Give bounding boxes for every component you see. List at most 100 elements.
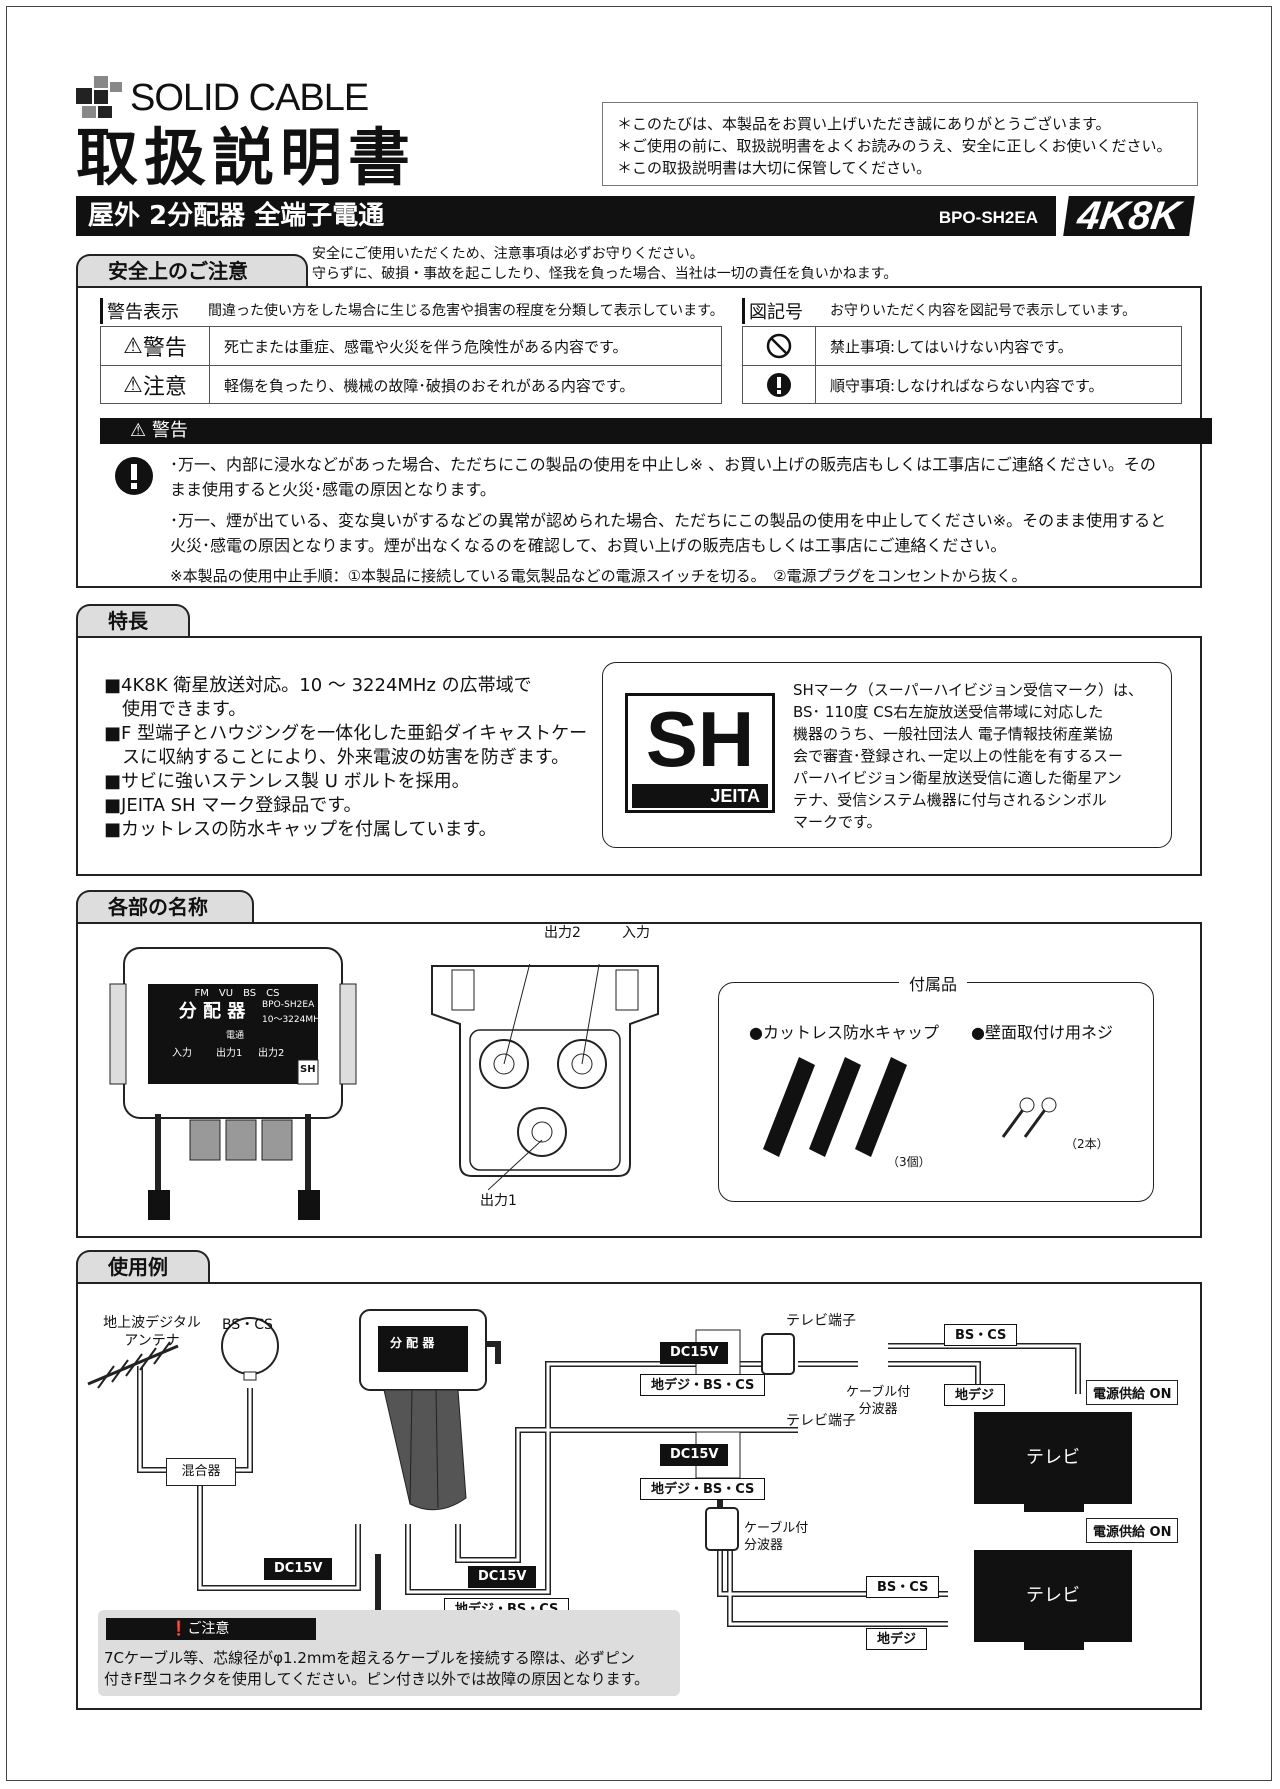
- safety-note: 安全にご使用いただくため、注意事項は必ずお守りください。: [312, 246, 704, 262]
- warning-bar-label: 警告: [151, 420, 188, 441]
- intro-note: ＊ご使用の前に、取扱説明書をよくお読みのうえ、安全に正しくお使いください。: [617, 137, 1172, 155]
- warning-item: ･万一、煙が出ている、変な臭いがするなどの異常が認められた場合、ただちにこの製品…: [170, 511, 1167, 530]
- power-on-label: 電源供給 ON: [1086, 1518, 1179, 1543]
- warn-display-head: 警告表示: [100, 298, 179, 324]
- symbol-desc-mandatory: 順守事項:しなければならない内容です。: [830, 376, 1104, 395]
- dc-tag: DC15V: [264, 1558, 333, 1580]
- sh-desc-line: 会で審査･登録され､一定以上の性能を有するスー: [793, 747, 1124, 765]
- sh-desc-line: BS･ 110度 CS右左旋放送受信帯域に対応した: [793, 703, 1104, 721]
- leader-line: [488, 1140, 543, 1190]
- chideji-tag: 地デジ: [866, 1628, 928, 1650]
- signal-tag: 地デジ・BS・CS: [640, 1374, 766, 1396]
- splitter-line: 分波器: [744, 1538, 784, 1553]
- mandatory-icon: [743, 366, 816, 404]
- accessories-box: 付属品 ●カットレス防水キャップ ●壁面取付け用ネジ （3個） （2本）: [718, 971, 1154, 1202]
- device-name: 分 配 器: [178, 1001, 246, 1022]
- device-model: BPO-SH2EA: [262, 1000, 315, 1010]
- product-name: 屋外 2分配器 全端子電通: [88, 201, 385, 231]
- feature-item: ■4K8K 衛星放送対応。10 ～ 3224MHz の広帯域で: [104, 675, 532, 696]
- accessory-screw-qty: （2本）: [1065, 1137, 1109, 1151]
- caution-box: ❗ご注意 7Cケーブル等、芯線径がφ1.2mmを超えるケーブルを接続する際は、必…: [98, 1610, 680, 1696]
- caution-head-text: ご注意: [187, 1621, 230, 1637]
- product-title-bar: 屋外 2分配器 全端子電通 BPO-SH2EA: [76, 196, 1056, 236]
- feature-item: ■サビに強いステンレス製 U ボルトを採用。: [104, 771, 470, 792]
- sh-desc-line: マークです。: [793, 813, 882, 831]
- feature-item: スに収納することにより、外来電波の妨害を防ぎます。: [104, 747, 570, 768]
- intro-notes: ＊このたびは、本製品をお買い上げいただき誠にありがとうございます。 ＊ご使用の前…: [602, 102, 1198, 186]
- product-model: BPO-SH2EA: [938, 208, 1038, 227]
- symbol-row: 禁止事項:してはいけない内容です。: [743, 327, 1181, 366]
- device-freq: 10～3224MHz: [262, 1015, 325, 1025]
- warn-table: ⚠警告 死亡または重症、感電や火災を伴う危険性がある内容です。 ⚠注意 軽傷を負…: [100, 326, 722, 404]
- caution-label-cell: ⚠注意: [101, 366, 210, 404]
- accessories-title: 付属品: [899, 971, 968, 995]
- antenna-terrestrial-line: 地上波デジタル: [103, 1315, 201, 1331]
- tab-usage: 使用例: [76, 1250, 210, 1282]
- power-on-label: 電源供給 ON: [1086, 1380, 1179, 1405]
- device-power: 電通: [226, 1031, 245, 1041]
- mandatory-icon: [114, 456, 154, 500]
- bscs-tag: BS・CS: [944, 1324, 1018, 1346]
- device-sh-mark: SH: [300, 1064, 316, 1075]
- badge-4k8k: 4K8K: [1063, 194, 1195, 238]
- doc-title: 取扱説明書: [76, 121, 417, 194]
- safety-section: 警告表示 間違った使い方をした場合に生じる危害や損害の程度を分類して表示していま…: [76, 286, 1212, 589]
- dc-tag: DC15V: [468, 1566, 537, 1588]
- bscs-tag: BS・CS: [866, 1576, 940, 1598]
- caution-line: 7Cケーブル等、芯線径がφ1.2mmを超えるケーブルを接続する際は、必ずピン: [104, 1649, 635, 1667]
- antenna-terrestrial-label: 地上波デジタル アンテナ: [92, 1314, 212, 1350]
- brand-name: SOLID CABLE: [130, 76, 369, 119]
- caution-line: 付きF型コネクタを使用してください。ピン付き以外では故障の原因となります。: [104, 1670, 650, 1688]
- feature-list: ■4K8K 衛星放送対応。10 ～ 3224MHz の広帯域で 使用できます。 …: [104, 674, 624, 842]
- usage-device-name: 分 配 器: [390, 1336, 435, 1350]
- sh-desc-line: SHマーク（スーパーハイビジョン受信マーク）は、: [793, 681, 1144, 699]
- warn-label: 警告: [142, 336, 187, 361]
- accessory-cap: ●カットレス防水キャップ: [749, 1023, 939, 1042]
- brand-logo-icon: [76, 76, 124, 120]
- feature-item: ■JEITA SH マーク登録品です。: [104, 795, 362, 816]
- warning-triangle-icon: ⚠: [130, 420, 152, 441]
- device-port-label: 入力: [172, 1048, 192, 1059]
- dc-tag: DC15V: [660, 1342, 729, 1364]
- feature-item: ■F 型端子とハウジングを一体化した亜鉛ダイキャストケー: [104, 723, 588, 744]
- symbol-head: 図記号: [742, 298, 803, 324]
- warn-row: ⚠注意 軽傷を負ったり、機械の故障･破損のおそれがある内容です。: [101, 366, 721, 404]
- waterproof-cap-icon: [763, 1057, 907, 1157]
- dc-tag: DC15V: [660, 1444, 729, 1466]
- warning-triangle-icon: ⚠: [123, 333, 143, 359]
- caution-head: ❗ご注意: [106, 1618, 316, 1640]
- tv-terminal-label: テレビ端子: [786, 1413, 856, 1429]
- warn-desc: 死亡または重症、感電や火災を伴う危険性がある内容です。: [224, 337, 628, 356]
- tab-features: 特長: [76, 604, 190, 636]
- warning-triangle-icon: ⚠: [123, 372, 143, 398]
- safety-note: 守らずに、破損・事故を起こしたり、怪我を負った場合、当社は一切の責任を負いかねま…: [312, 266, 898, 282]
- label-out1: 出力1: [480, 1193, 517, 1209]
- feature-item: ■カットレスの防水キャップを付属しています。: [104, 819, 497, 840]
- tv-stand: [1024, 1504, 1084, 1512]
- usage-section: 地上波デジタル アンテナ BS・CS 混合器 分 配 器 DC15V 地デジ・B…: [76, 1282, 1202, 1710]
- warn-display-desc: 間違った使い方をした場合に生じる危害や損害の程度を分類して表示しています。: [208, 303, 724, 319]
- tv-screen: テレビ: [974, 1550, 1132, 1642]
- tv-stand: [1024, 1642, 1084, 1650]
- device-port-label: 出力1: [216, 1048, 243, 1059]
- device-port-label: 出力2: [258, 1048, 285, 1059]
- antenna-terrestrial-line: アンテナ: [124, 1333, 180, 1349]
- chideji-tag: 地デジ: [944, 1384, 1006, 1406]
- tab-parts: 各部の名称: [76, 890, 254, 922]
- device-front-illustration: [109, 947, 357, 1220]
- symbol-row: 順守事項:しなければならない内容です。: [743, 366, 1181, 404]
- parts-section: FM VU BS CS 分 配 器 BPO-SH2EA 10～3224MHz 電…: [76, 922, 1202, 1238]
- sh-desc-line: 機器のうち、一般社団法人 電子情報技術産業協: [793, 725, 1113, 743]
- sh-logo-small: JEITA: [632, 784, 768, 808]
- tab-safety: 安全上のご注意: [76, 254, 308, 286]
- warning-item: ･万一、内部に浸水などがあった場合、ただちにこの製品の使用を中止し※ 、お買い上…: [170, 455, 1156, 474]
- intro-note: ＊このたびは、本製品をお買い上げいただき誠にありがとうございます。: [617, 115, 1111, 133]
- tv-screen: テレビ: [974, 1412, 1132, 1504]
- warn-row: ⚠警告 死亡または重症、感電や火災を伴う危険性がある内容です。: [101, 327, 721, 366]
- sh-mark-box: SH JEITA SHマーク（スーパーハイビジョン受信マーク）は、 BS･ 11…: [602, 662, 1172, 848]
- warning-bar: ⚠ 警告: [100, 418, 1212, 444]
- intro-note: ＊この取扱説明書は大切に保管してください。: [617, 159, 932, 177]
- warning-items: ･万一、内部に浸水などがあった場合、ただちにこの製品の使用を中止し※ 、お買い上…: [170, 452, 1190, 589]
- caution-label: 注意: [142, 375, 187, 400]
- features-section: ■4K8K 衛星放送対応。10 ～ 3224MHz の広帯域で 使用できます。 …: [76, 636, 1202, 876]
